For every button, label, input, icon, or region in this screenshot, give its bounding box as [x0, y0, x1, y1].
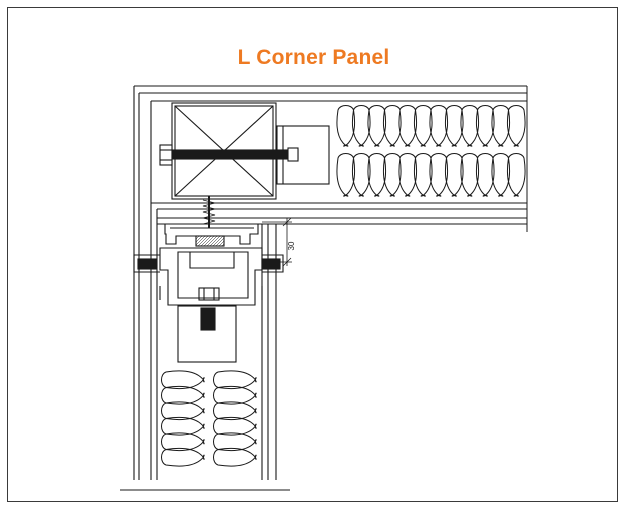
diagram-title: L Corner Panel	[237, 46, 390, 69]
insulation-loop-column	[161, 370, 205, 467]
drawing-frame	[7, 7, 618, 502]
insulation-vertical	[161, 370, 257, 467]
screw	[202, 196, 216, 228]
aluminium-profile	[133, 223, 284, 306]
dimension-line	[262, 217, 292, 267]
connector-bracket-top	[276, 125, 330, 185]
bolt	[159, 144, 299, 166]
insulation-loop-column	[213, 370, 257, 467]
insulation-loop-row	[336, 105, 526, 147]
horizontal-panel	[134, 85, 528, 232]
connector-bracket-left	[177, 305, 237, 363]
insulation-loop-row	[336, 153, 526, 197]
insulation-horizontal	[336, 105, 526, 197]
dimension-value: 30	[287, 241, 296, 250]
